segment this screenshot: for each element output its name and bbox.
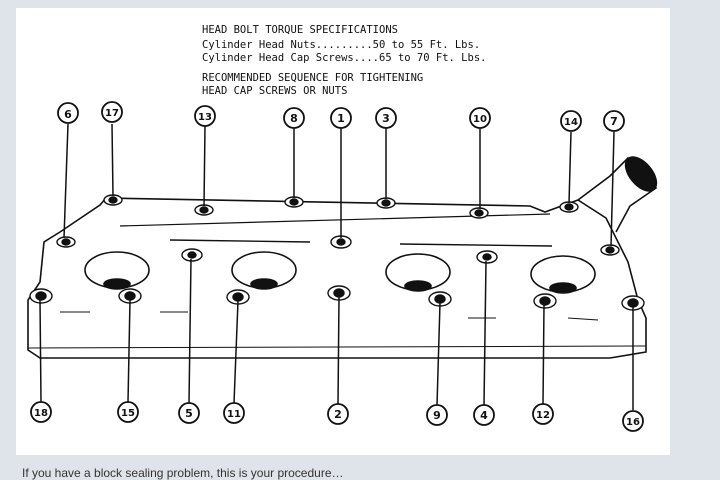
callout-9: 9 (426, 404, 448, 426)
top-callouts: 6 17 13 8 1 3 10 14 7 (57, 101, 625, 132)
diagram-card: HEAD BOLT TORQUE SPECIFICATIONS Cylinder… (16, 8, 670, 455)
callout-11: 11 (223, 402, 245, 424)
sequence-heading-line-1: RECOMMENDED SEQUENCE FOR TIGHTENING (202, 72, 424, 84)
bolt-holes (29, 194, 645, 311)
callout-1: 1 (330, 107, 352, 129)
callout-label: 13 (198, 112, 212, 123)
callout-label: 3 (382, 112, 390, 125)
callout-label: 7 (610, 115, 618, 128)
callout-8: 8 (283, 107, 305, 129)
callout-17: 17 (101, 101, 123, 123)
callout-label: 4 (480, 409, 488, 422)
spec-line-cap-screws: Cylinder Head Cap Screws....65 to 70 Ft.… (202, 52, 487, 64)
callout-label: 14 (564, 117, 578, 128)
callout-label: 2 (334, 408, 342, 421)
callout-label: 10 (473, 114, 487, 125)
callout-12: 12 (532, 403, 554, 425)
callout-2: 2 (327, 403, 349, 425)
callout-14: 14 (560, 110, 582, 132)
callout-label: 8 (290, 112, 298, 125)
caption: If you have a block sealing problem, thi… (22, 466, 344, 480)
combustion-chambers (84, 251, 596, 294)
callout-label: 12 (536, 410, 550, 421)
callout-label: 1 (337, 112, 345, 125)
callout-label: 5 (185, 407, 193, 420)
callout-13: 13 (194, 105, 216, 127)
leader-lines (39, 123, 634, 410)
callout-label: 18 (34, 408, 48, 419)
callout-18: 18 (30, 401, 52, 423)
callout-5: 5 (178, 402, 200, 424)
callout-label: 9 (433, 409, 441, 422)
callout-4: 4 (473, 404, 495, 426)
callout-3: 3 (375, 107, 397, 129)
bottom-callouts: 18 15 5 11 2 9 4 12 16 (30, 401, 644, 432)
callout-6: 6 (57, 102, 79, 124)
callout-label: 15 (121, 408, 135, 419)
spec-line-nuts: Cylinder Head Nuts.........50 to 55 Ft. … (202, 39, 481, 51)
callout-label: 16 (626, 417, 640, 428)
callout-label: 6 (64, 108, 72, 121)
callout-16: 16 (622, 410, 644, 432)
sequence-heading-line-2: HEAD CAP SCREWS OR NUTS (202, 85, 348, 97)
cylinder-head-outline (27, 197, 647, 359)
water-outlet-neck (577, 156, 658, 233)
callout-15: 15 (117, 401, 139, 423)
callout-label: 17 (105, 108, 119, 119)
callout-label: 11 (227, 409, 241, 420)
title: HEAD BOLT TORQUE SPECIFICATIONS (202, 24, 398, 36)
callout-7: 7 (603, 110, 625, 132)
callout-10: 10 (469, 107, 491, 129)
